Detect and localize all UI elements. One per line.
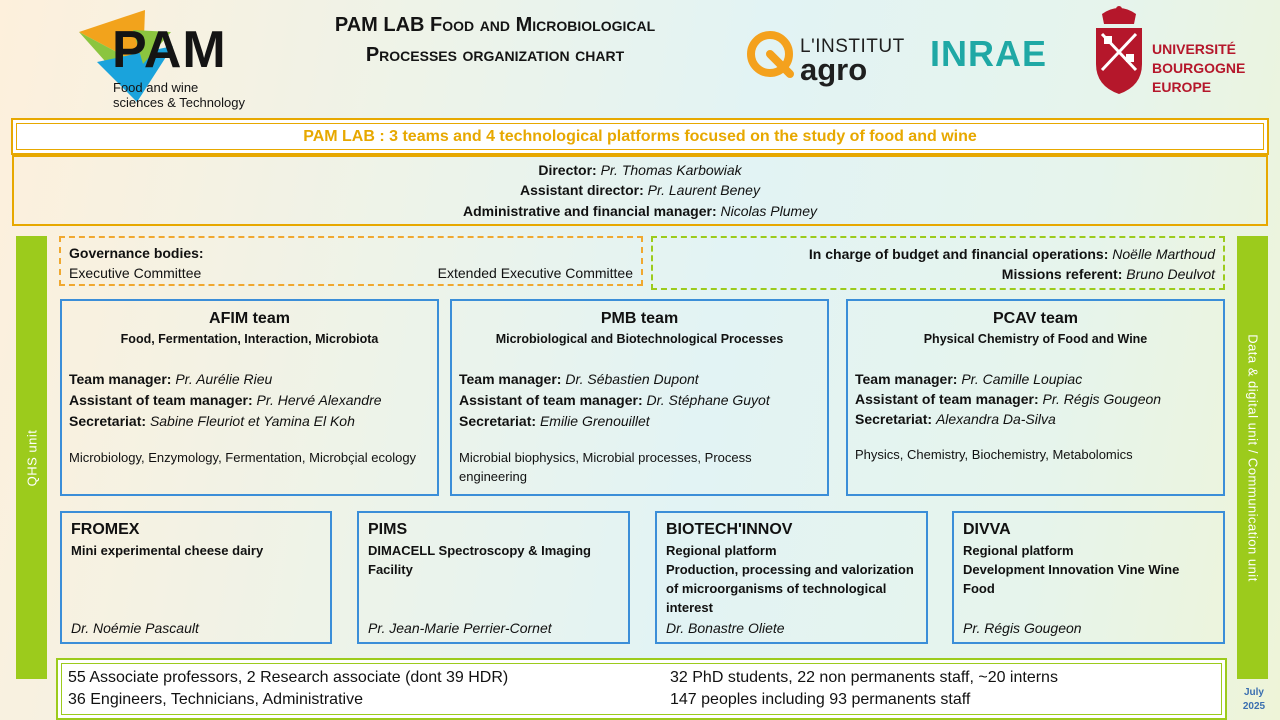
pam-subtitle: Food and wine sciences & Technology: [113, 80, 246, 110]
university-name: UNIVERSITÉ BOURGOGNE EUROPE: [1152, 41, 1246, 95]
platform-title: BIOTECH'INNOV: [666, 521, 793, 538]
stat-associate-professors: 55 Associate professors, 2 Research asso…: [68, 669, 509, 686]
assistant-director-line: Assistant director: Pr. Laurent Beney: [520, 182, 760, 199]
stat-engineers: 36 Engineers, Technicians, Administrativ…: [68, 691, 363, 708]
platform-person: Dr. Bonastre Oliete: [666, 620, 785, 636]
team-topics: Microbiology, Enzymology, Fermentation, …: [69, 450, 417, 465]
platform-person: Dr. Noémie Pascault: [71, 620, 199, 636]
budget-line: In charge of budget and financial operat…: [808, 246, 1215, 262]
missions-line: Missions referent: Bruno Deulvot: [1001, 266, 1215, 282]
governance-box: Governance bodies: Executive Committee E…: [59, 236, 643, 286]
platform-divva: DIVVA Regional platform Development Inno…: [952, 511, 1225, 644]
page-title: PAM LAB Food and Microbiological Process…: [334, 14, 656, 66]
team-manager: Team manager: Dr. Sébastien Dupont: [459, 371, 699, 387]
team-subtitle: Food, Fermentation, Interaction, Microbi…: [120, 332, 379, 346]
team-assistant: Assistant of team manager: Dr. Stéphane …: [459, 392, 770, 408]
governance-title: Governance bodies:: [69, 245, 204, 261]
platform-title: PIMS: [368, 521, 408, 538]
director-line: Director: Pr. Thomas Karbowiak: [538, 161, 742, 178]
team-secretariat: Secretariat: Emilie Grenouillet: [459, 413, 650, 429]
team-afim: AFIM team Food, Fermentation, Interactio…: [60, 299, 439, 496]
team-title: PCAV team: [992, 310, 1079, 327]
platform-person: Pr. Régis Gougeon: [963, 620, 1082, 636]
team-title: AFIM team: [209, 310, 290, 327]
agro-line2: agro: [800, 52, 868, 87]
team-secretariat: Secretariat: Alexandra Da-Silva: [855, 411, 1056, 427]
platform-description-detail: Production, processing and valorization …: [666, 562, 914, 615]
staff-stats-box: 55 Associate professors, 2 Research asso…: [56, 658, 1227, 720]
team-title: PMB team: [600, 310, 679, 327]
team-pmb: PMB team Microbiological and Biotechnolo…: [450, 299, 829, 496]
team-subtitle: Microbiological and Biotechnological Pro…: [495, 332, 784, 346]
platform-fromex: FROMEX Mini experimental cheese dairy Dr…: [60, 511, 332, 644]
admin-manager-line: Administrative and financial manager: Ni…: [463, 202, 817, 219]
team-assistant: Assistant of team manager: Pr. Hervé Ale…: [69, 392, 382, 408]
banner-text: PAM LAB : 3 teams and 4 technological pl…: [303, 127, 977, 145]
team-manager: Team manager: Pr. Camille Loupiac: [855, 371, 1083, 387]
qhs-unit-bar: QHS unit: [16, 236, 47, 679]
team-secretariat: Secretariat: Sabine Fleuriot et Yamina E…: [69, 413, 355, 429]
stat-total-people: 147 peoples including 93 permanents staf…: [670, 691, 971, 708]
institut-agro-logo-icon: [747, 31, 794, 78]
platform-description: Regional platform: [666, 543, 777, 558]
executive-committee: Executive Committee: [69, 265, 202, 281]
platform-title: DIVVA: [963, 521, 1011, 538]
team-topics: Microbial biophysics, Microbial processe…: [459, 450, 752, 484]
pam-wordmark: PAM: [112, 21, 227, 79]
pam-logo-icon: [79, 10, 173, 102]
platform-pims: PIMS DIMACELL Spectroscopy & Imaging Fac…: [357, 511, 630, 644]
team-subtitle: Physical Chemistry of Food and Wine: [923, 332, 1148, 346]
platform-description: Regional platform: [963, 543, 1074, 558]
platform-title: FROMEX: [71, 521, 140, 538]
stat-phd-students: 32 PhD students, 22 non permanents staff…: [670, 669, 1058, 686]
date-label: July 2025: [1242, 687, 1266, 712]
direction-box: Director: Pr. Thomas Karbowiak Assistant…: [12, 155, 1268, 226]
team-topics: Physics, Chemistry, Biochemistry, Metabo…: [855, 447, 1133, 462]
team-assistant: Assistant of team manager: Pr. Régis Gou…: [855, 391, 1162, 407]
platform-description: DIMACELL Spectroscopy & Imaging Facility: [368, 543, 591, 577]
inrae-logo: INRAE: [930, 33, 1048, 74]
team-pcav: PCAV team Physical Chemistry of Food and…: [846, 299, 1225, 496]
lab-banner: PAM LAB : 3 teams and 4 technological pl…: [11, 118, 1269, 155]
team-manager: Team manager: Pr. Aurélie Rieu: [69, 371, 273, 387]
university-crest-icon: [1096, 6, 1142, 94]
platform-biotech-innov: BIOTECH'INNOV Regional platform Producti…: [655, 511, 928, 644]
platform-description: Mini experimental cheese dairy: [71, 543, 264, 558]
budget-box: In charge of budget and financial operat…: [651, 236, 1225, 290]
data-digital-unit-bar: Data & digital unit / Communication unit: [1237, 236, 1268, 679]
platform-description-detail: Development Innovation Vine Wine Food: [963, 562, 1180, 596]
extended-executive-committee: Extended Executive Committee: [437, 265, 633, 281]
agro-line1: L'INSTITUT: [800, 36, 905, 57]
platform-person: Pr. Jean-Marie Perrier-Cornet: [368, 620, 552, 636]
